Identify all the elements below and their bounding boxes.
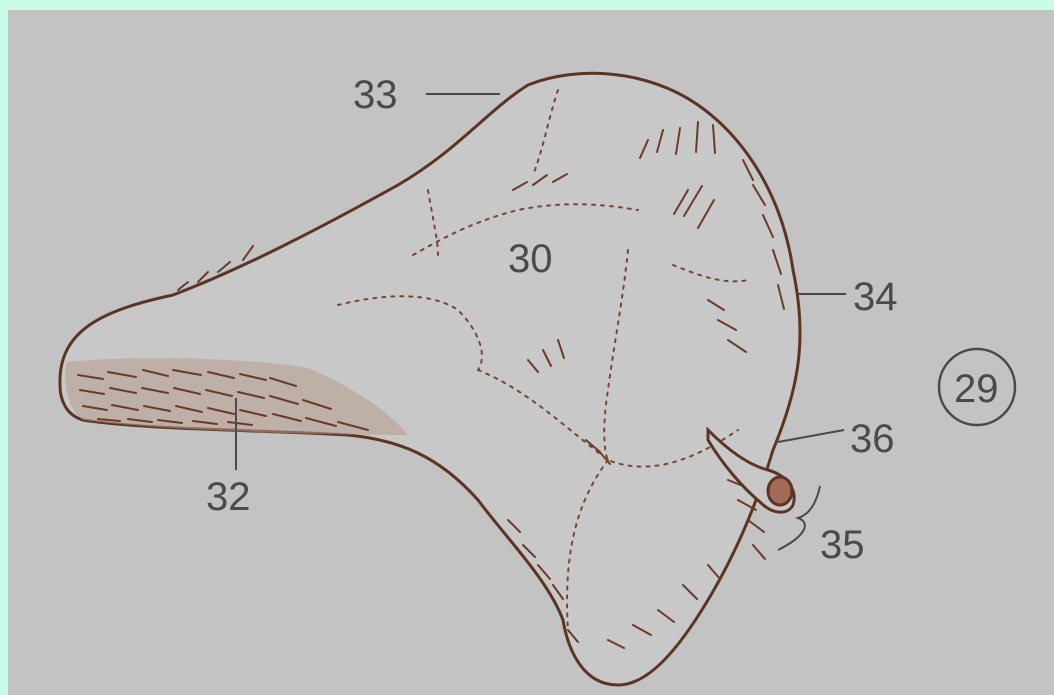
label-32: 32 [206,475,251,519]
label-33: 33 [353,73,398,117]
label-34: 34 [853,275,898,319]
anatomical-drawing: 33 30 34 36 32 35 29 [8,10,1054,695]
label-35: 35 [820,523,865,567]
figure-number: 29 [954,367,999,411]
figure-panel: 33 30 34 36 32 35 29 [8,10,1054,695]
label-30: 30 [508,237,553,281]
label-36: 36 [850,417,895,461]
leader-36 [778,430,844,442]
projection-tip [768,477,792,505]
